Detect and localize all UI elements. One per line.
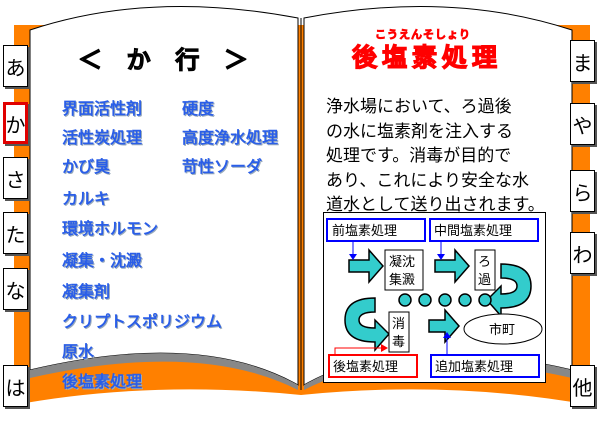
tab-wa[interactable]: わ <box>570 232 595 274</box>
keyword-link[interactable]: 原水 <box>62 342 95 361</box>
arrow-icon <box>434 248 470 284</box>
disinfection-label-2: 毒 <box>392 335 405 350</box>
description-line: 浄水場において、ろ過後 <box>326 97 512 117</box>
tab-ma[interactable]: ま <box>570 40 595 82</box>
u-turn-arrow-icon <box>485 263 532 318</box>
disinfection-label-1: 消 <box>392 317 405 332</box>
pre-chlorination-label: 前塩素処理 <box>332 223 397 239</box>
u-turn-arrow-icon <box>344 297 391 352</box>
keyword-link[interactable]: 苛性ソーダ <box>182 157 263 176</box>
keyword-link[interactable]: クリプトスポリジウム <box>62 312 223 331</box>
heading-gyou: 行 <box>175 46 200 75</box>
keyword-link[interactable]: 凝集・沈澱 <box>62 251 143 270</box>
filtration-label-1: ろ <box>478 255 491 270</box>
description-line: 処理です。消毒が目的で <box>326 146 512 166</box>
keyword-link[interactable]: 高度浄水処理 <box>182 128 279 147</box>
tab-ta[interactable]: た <box>3 212 28 254</box>
arrow-icon <box>348 248 384 284</box>
keyword-link[interactable]: 活性炭処理 <box>62 128 143 147</box>
process-diagram: 前塩素処理 中間塩素処理 凝沈 集澱 ろ 過 消 毒 市町 後塩素処理 追加塩素… <box>323 212 546 383</box>
tab-other[interactable]: 他 <box>570 365 595 407</box>
tab-sa[interactable]: さ <box>3 157 28 199</box>
keyword-link[interactable]: 硬度 <box>182 99 215 118</box>
tab-a[interactable]: あ <box>3 45 28 87</box>
description-line: の水に塩素剤を注入する <box>326 121 513 142</box>
tab-ka[interactable]: か <box>3 102 28 144</box>
tab-na[interactable]: な <box>3 268 28 310</box>
section-heading: ＜ か 行 ＞ <box>78 40 249 75</box>
title-furigana: こうえんそしょり <box>375 28 471 42</box>
add-chlorination-label: 追加塩素処理 <box>435 359 513 375</box>
coagulation-label-2: 集澱 <box>389 272 415 288</box>
tab-ha[interactable]: は <box>3 365 28 407</box>
mid-chlorination-label: 中間塩素処理 <box>434 224 512 239</box>
tab-ra[interactable]: ら <box>570 170 595 212</box>
heading-bracket-right: ＞ <box>223 46 248 75</box>
arrow-icon <box>428 308 460 344</box>
post-chlorination-label: 後塩素処理 <box>333 360 398 375</box>
description-line: 道水として送り出されます。 <box>326 195 545 215</box>
city-label: 市町 <box>489 322 515 338</box>
page-title: 後塩素処理 <box>351 42 503 72</box>
heading-bracket-left: ＜ <box>78 46 103 75</box>
keyword-link[interactable]: かび臭 <box>62 157 111 176</box>
description-line: あり、これにより安全な水 <box>326 170 529 191</box>
coagulation-label-1: 凝沈 <box>389 254 415 270</box>
filtration-label-2: 過 <box>478 273 491 288</box>
keyword-link[interactable]: カルキ <box>62 189 111 208</box>
description: 浄水場において、ろ過後 の水に塩素剤を注入する 処理です。消毒が目的で あり、こ… <box>326 95 548 218</box>
keyword-link[interactable]: 環境ホルモン <box>62 219 159 238</box>
heading-kana: か <box>126 46 151 75</box>
keyword-link[interactable]: 後塩素処理 <box>62 372 143 391</box>
tab-ya[interactable]: や <box>570 103 595 145</box>
keyword-link[interactable]: 凝集剤 <box>62 282 111 301</box>
keyword-link[interactable]: 界面活性剤 <box>62 99 143 118</box>
